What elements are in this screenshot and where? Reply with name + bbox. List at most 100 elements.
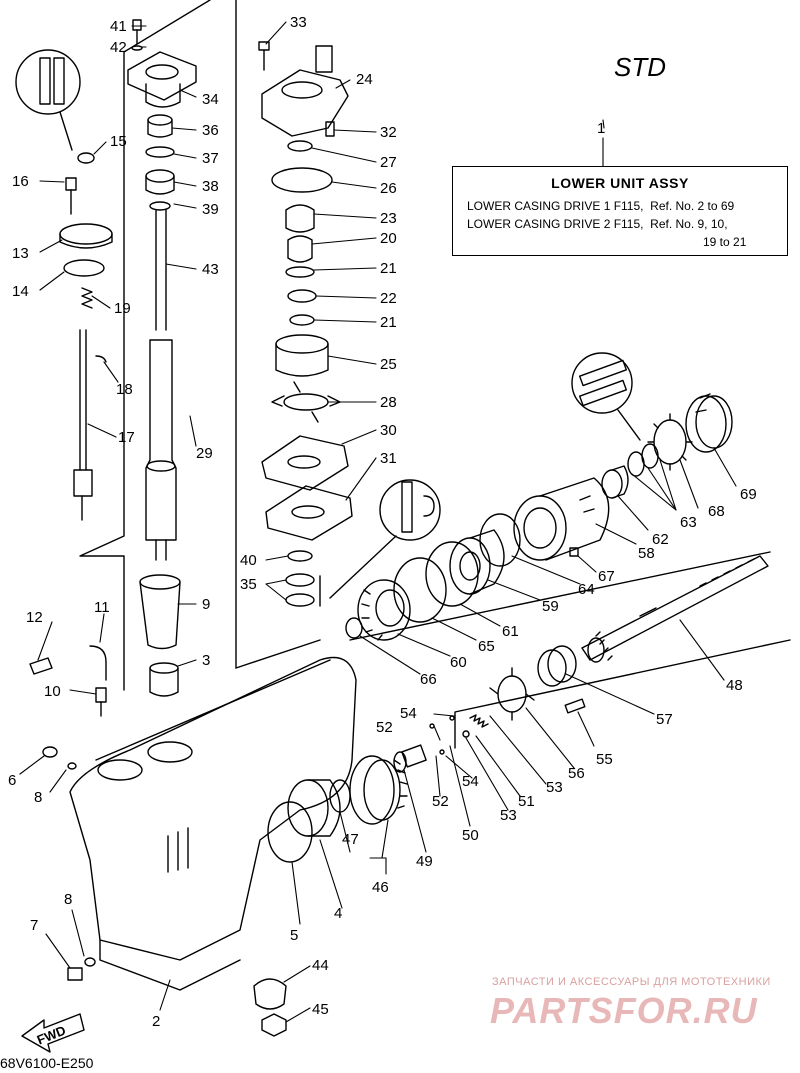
- callout-7: 7: [30, 917, 38, 934]
- callout-52b: 52: [432, 793, 449, 810]
- detail-magnifier-right: [571, 352, 641, 441]
- shim-65: [393, 557, 447, 623]
- housing-34: [127, 51, 197, 108]
- callout-65: 65: [478, 638, 495, 655]
- pin-67: [569, 547, 579, 557]
- callout-37: 37: [202, 150, 219, 167]
- reverse-gear-57: [537, 645, 577, 687]
- nut-45: [261, 1013, 287, 1037]
- o-ring-27: [287, 140, 313, 152]
- watermark-brand: PARTSFOR.RU: [490, 990, 758, 1031]
- diagram-code: 68V6100-E250: [0, 1055, 94, 1071]
- small-fasteners-left: [29, 645, 107, 981]
- fwd-label: FWD: [35, 1023, 68, 1048]
- detail-magnifier-center: [329, 479, 441, 599]
- callout-53a: 53: [546, 779, 563, 796]
- callout-62: 62: [652, 531, 669, 548]
- callout-15: 15: [110, 133, 127, 150]
- callout-8b: 8: [64, 891, 72, 908]
- propeller-shaft-48: [581, 555, 769, 663]
- fwd-arrow: [21, 1013, 85, 1053]
- assembly-title: LOWER UNIT ASSY: [551, 175, 689, 191]
- callout-33: 33: [290, 14, 307, 31]
- callout-36: 36: [202, 122, 219, 139]
- detail-magnifier-left: [15, 49, 81, 151]
- callout-31: 31: [380, 450, 397, 467]
- pump-housing-24: [258, 41, 349, 137]
- pin-55: [564, 698, 586, 714]
- callout-25: 25: [380, 356, 397, 373]
- pump-inserts: [285, 204, 317, 326]
- ring-nut-69: [685, 393, 733, 453]
- sleeve-9: [139, 574, 181, 650]
- callout-57: 57: [656, 711, 673, 728]
- callout-1: 1: [597, 120, 605, 137]
- shim-5: [267, 801, 313, 863]
- callout-13: 13: [12, 245, 29, 262]
- seals-35-40: [285, 550, 321, 607]
- callout-56: 56: [568, 765, 585, 782]
- callout-30: 30: [380, 422, 397, 439]
- callout-60: 60: [450, 654, 467, 671]
- callout-54b: 54: [462, 773, 479, 790]
- callout-54a: 54: [400, 705, 417, 722]
- bearing-62: [601, 465, 629, 499]
- callout-39: 39: [202, 201, 219, 218]
- bearing-carrier-58: [513, 477, 610, 561]
- callout-42: 42: [110, 39, 127, 56]
- dog-clutch-56: [489, 667, 535, 721]
- callout-28: 28: [380, 394, 397, 411]
- callout-58: 58: [638, 545, 655, 562]
- callout-63: 63: [680, 514, 697, 531]
- callout-69: 69: [740, 486, 757, 503]
- lower-casing-2: [69, 656, 357, 991]
- drive-shaft-43: [145, 209, 177, 561]
- callout-34: 34: [202, 91, 219, 108]
- callout-9: 9: [202, 596, 210, 613]
- assembly-info-box: LOWER UNIT ASSY LOWER CASING DRIVE 1 F11…: [452, 166, 788, 256]
- pump-liner-25: [275, 334, 329, 377]
- bearing-4: [287, 779, 341, 837]
- reverse-gear-60: [357, 579, 411, 641]
- callout-22: 22: [380, 290, 397, 307]
- callout-68: 68: [708, 503, 725, 520]
- callout-45: 45: [312, 1001, 329, 1018]
- callout-16: 16: [12, 173, 29, 190]
- callout-32: 32: [380, 124, 397, 141]
- callout-64: 64: [578, 581, 595, 598]
- callout-8a: 8: [34, 789, 42, 806]
- callout-52a: 52: [376, 719, 393, 736]
- forward-gear-46: [349, 755, 408, 825]
- callout-21b: 21: [380, 314, 397, 331]
- callout-4: 4: [334, 905, 342, 922]
- seal-stack-36-39: [145, 114, 175, 211]
- callout-20: 20: [380, 230, 397, 247]
- callout-6: 6: [8, 772, 16, 789]
- bolt-41: [131, 19, 143, 51]
- callout-38: 38: [202, 178, 219, 195]
- callout-5: 5: [290, 927, 298, 944]
- callout-19: 19: [114, 300, 131, 317]
- variant-label: STD: [614, 52, 666, 82]
- o-ring-64: [479, 513, 521, 567]
- callout-53b: 53: [500, 807, 517, 824]
- callout-59: 59: [542, 598, 559, 615]
- pinion-44: [253, 978, 287, 1010]
- callout-24: 24: [356, 71, 373, 88]
- bearing-59: [449, 529, 505, 595]
- callout-2: 2: [152, 1013, 160, 1030]
- callout-11: 11: [94, 599, 110, 616]
- callout-35: 35: [240, 576, 257, 593]
- washers-63: [627, 443, 659, 477]
- callout-51: 51: [518, 793, 535, 810]
- callout-numbers: 41 42 34 36 37 38 39 43 15 16 13 14 19 1…: [8, 14, 757, 1030]
- callout-14: 14: [12, 283, 29, 300]
- callout-26: 26: [380, 180, 397, 197]
- callout-17: 17: [118, 429, 135, 446]
- callout-44: 44: [312, 957, 329, 974]
- callout-41: 41: [110, 18, 127, 35]
- callout-12: 12: [26, 609, 43, 626]
- callout-48: 48: [726, 677, 743, 694]
- ring-nut-68: [647, 413, 693, 471]
